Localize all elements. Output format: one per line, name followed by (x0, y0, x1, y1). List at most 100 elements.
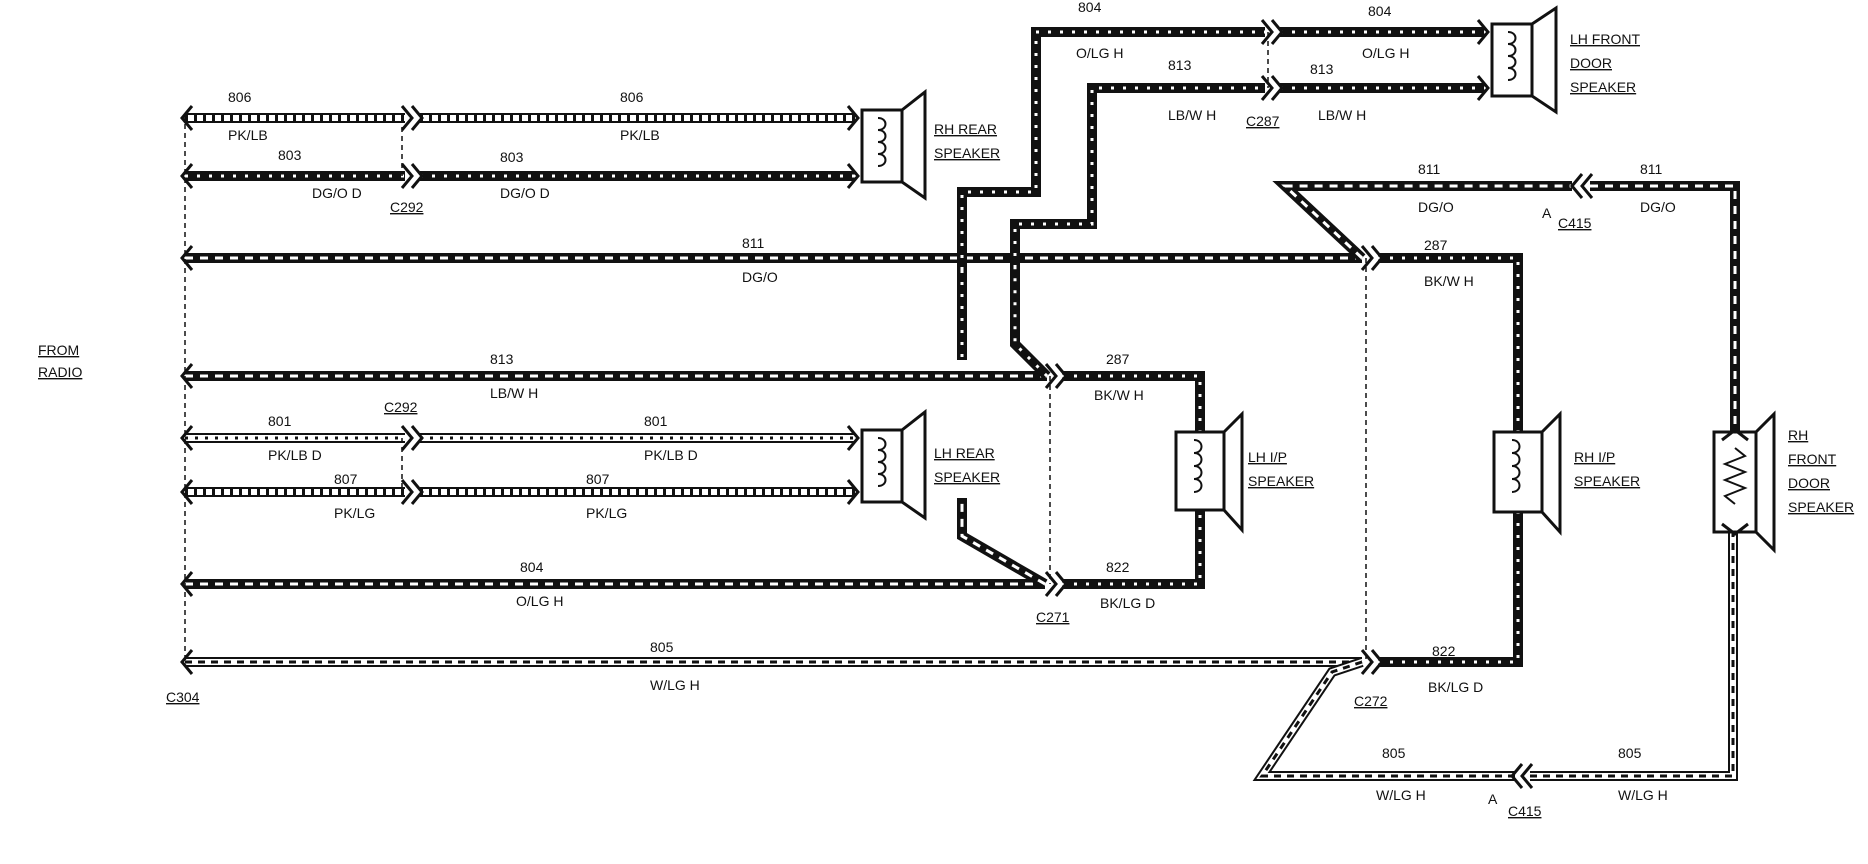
lh-ip-speaker-label-1: LH I/P (1248, 449, 1287, 465)
wire-811-rh-color: DG/O (1640, 199, 1676, 215)
wire-811-upper (1272, 181, 1572, 262)
wire-811-rh-circuit: 811 (1640, 161, 1663, 177)
wire-822-rh-color: BK/LG D (1428, 679, 1483, 695)
wire-807-left-circuit: 807 (334, 471, 358, 487)
wire-801-right-circuit: 801 (644, 413, 668, 429)
wire-807-left-color: PK/LG (334, 505, 375, 521)
wire-287-rh-circuit: 287 (1424, 237, 1448, 253)
lh-front-door-speaker-label-2: DOOR (1570, 55, 1612, 71)
wire-805-rh-circuit: 805 (1618, 745, 1642, 761)
rh-front-door-speaker-symbol (1712, 410, 1776, 554)
wire-287-lh-color: BK/W H (1094, 387, 1144, 403)
wire-287-rh-color: BK/W H (1424, 273, 1474, 289)
lh-front-terminal-top (1476, 19, 1490, 45)
wire-803-right-circuit: 803 (500, 149, 524, 165)
wire-813-lh-color: LB/W H (1318, 107, 1366, 123)
wire-813-mid-circuit: 813 (1168, 57, 1192, 73)
c304-terminal-806 (180, 105, 194, 131)
wire-807-right-color: PK/LG (586, 505, 627, 521)
wire-822-rh-circuit: 822 (1432, 643, 1456, 659)
lh-front-door-speaker-symbol (1490, 5, 1558, 115)
lh-rear-speaker-label-2: SPEAKER (934, 469, 1000, 485)
wire-813-lh-circuit: 813 (1310, 61, 1334, 77)
c292-a-806 (400, 105, 424, 131)
wire-805-main-color: W/LG H (650, 677, 700, 693)
c415-a-811 (1570, 173, 1594, 199)
wire-822-lh-color: BK/LG D (1100, 595, 1155, 611)
rh-rear-terminal-bot (846, 163, 860, 189)
connector-c304: C304 (166, 689, 200, 705)
c304-terminal-807 (180, 479, 194, 505)
wire-803-left-circuit: 803 (278, 147, 302, 163)
c292-b-807 (400, 479, 424, 505)
c271-804 (1044, 571, 1068, 597)
connector-c292-lower: C292 (384, 399, 418, 415)
wire-806-right-color: PK/LB (620, 127, 660, 143)
wire-801-left-color: PK/LB D (268, 447, 322, 463)
connector-c271: C271 (1036, 609, 1070, 625)
wire-804-lower-color: O/LG H (516, 593, 563, 609)
c304-terminal-801 (180, 425, 194, 451)
connector-c415-lower: C415 (1508, 803, 1542, 819)
wire-811-main-circuit: 811 (742, 235, 765, 251)
wire-822-rh-ip (1378, 512, 1523, 667)
c415-b-805 (1510, 763, 1534, 789)
rh-front-door-speaker-label-4: SPEAKER (1788, 499, 1854, 515)
lh-rear-speaker-label-1: LH REAR (934, 445, 995, 461)
wire-811-upper-circuit: 811 (1418, 161, 1441, 177)
connector-c272: C272 (1354, 693, 1388, 709)
c304-terminal-804 (180, 571, 194, 597)
rh-front-door-speaker-label-3: DOOR (1788, 475, 1830, 491)
connector-c292-upper: C292 (390, 199, 424, 215)
connector-layer (180, 19, 1594, 789)
c304-terminal-803 (180, 163, 194, 189)
wire-803-right-color: DG/O D (500, 185, 550, 201)
rh-rear-speaker-label-2: SPEAKER (934, 145, 1000, 161)
wire-813-lower-circuit: 813 (490, 351, 514, 367)
from-radio-label-2: RADIO (38, 364, 82, 380)
wire-803-left-color: DG/O D (312, 185, 362, 201)
lh-rear-speaker-symbol (860, 408, 927, 521)
wire-801-right-color: PK/LB D (644, 447, 698, 463)
wire-806-left-circuit: 806 (228, 89, 252, 105)
wire-813-riser (1010, 268, 1051, 380)
connector-c415-upper: C415 (1558, 215, 1592, 231)
wire-811-upper-color: DG/O (1418, 199, 1454, 215)
wire-807-right-circuit: 807 (586, 471, 610, 487)
rh-rear-terminal-top (846, 105, 860, 131)
wire-822-lh-circuit: 822 (1106, 559, 1130, 575)
speaker-layer (860, 5, 1776, 554)
wire-287-rh-ip (1378, 253, 1523, 432)
c304-terminal-811 (180, 245, 194, 271)
lh-ip-speaker-label-2: SPEAKER (1248, 473, 1314, 489)
wire-806-left-color: PK/LB (228, 127, 268, 143)
c272-805 (1360, 649, 1384, 675)
wire-822-lh-ip (1062, 510, 1205, 589)
c271-813 (1044, 363, 1068, 389)
wire-805-return-circuit: 805 (1382, 745, 1406, 761)
wire-287-lh-circuit: 287 (1106, 351, 1130, 367)
rh-rear-speaker-symbol (860, 88, 927, 201)
wire-804-lh-color: O/LG H (1362, 45, 1409, 61)
lh-front-door-speaker-label-3: SPEAKER (1570, 79, 1636, 95)
wire-805-main-circuit: 805 (650, 639, 674, 655)
from-radio-label-1: FROM (38, 342, 79, 358)
wire-287-lh-ip (1062, 371, 1205, 432)
lh-front-door-speaker-label-1: LH FRONT (1570, 31, 1640, 47)
wire-811-main-color: DG/O (742, 269, 778, 285)
pin-a-lower: A (1488, 791, 1498, 807)
rh-ip-speaker-label-2: SPEAKER (1574, 473, 1640, 489)
c272-811 (1360, 245, 1384, 271)
wire-804-mid-circuit: 804 (1078, 0, 1102, 15)
c304-terminal-805 (180, 649, 194, 675)
wire-layer (184, 27, 1740, 781)
rh-rear-speaker-label-1: RH REAR (934, 121, 997, 137)
connector-c287: C287 (1246, 113, 1280, 129)
rh-ip-speaker-label-1: RH I/P (1574, 449, 1615, 465)
c287-813 (1260, 75, 1284, 101)
lh-ip-speaker-symbol (1174, 410, 1244, 534)
c304-terminal-813 (180, 363, 194, 389)
wire-804-riser-upper (957, 27, 1265, 270)
lh-rear-terminal-top (846, 425, 860, 451)
wire-806-right-circuit: 806 (620, 89, 644, 105)
